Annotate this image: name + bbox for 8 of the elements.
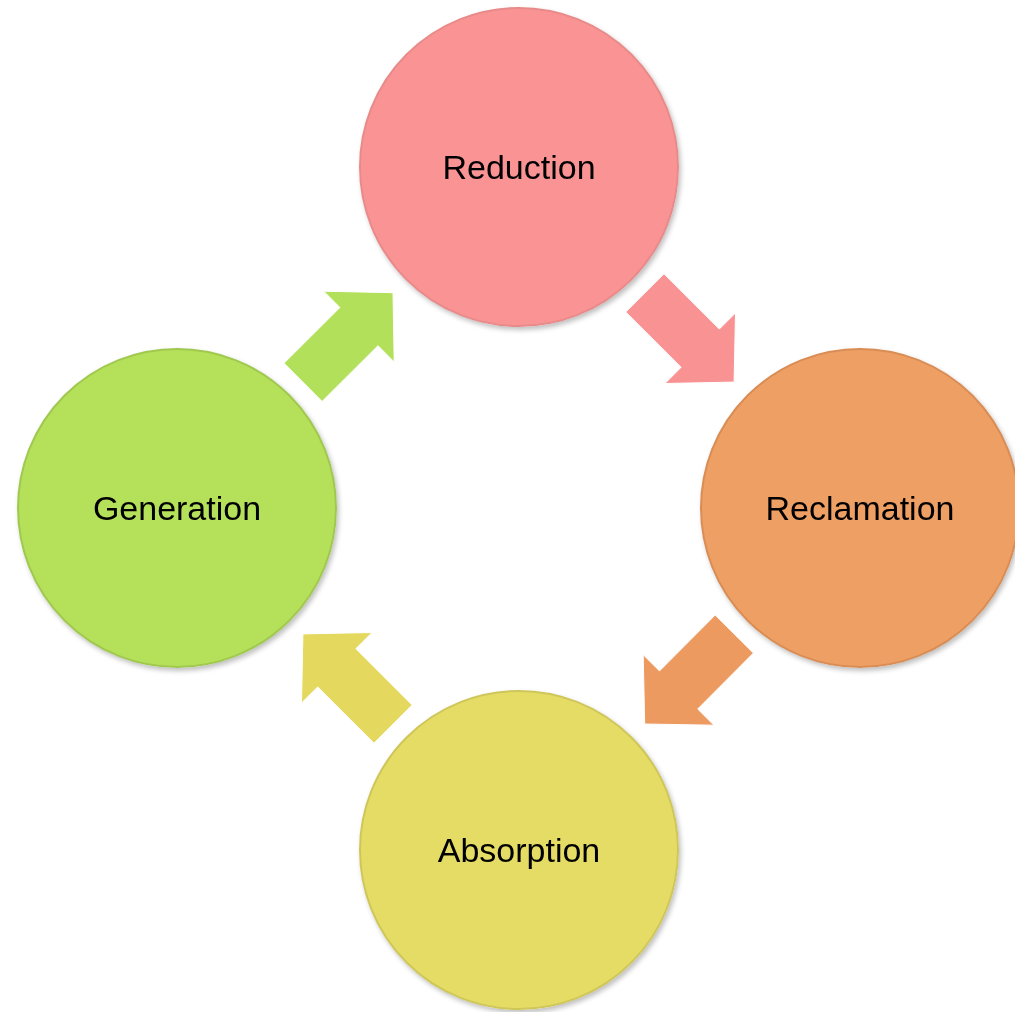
node-label: Generation xyxy=(92,488,262,528)
block-arrow xyxy=(301,632,413,744)
node-label: Absorption xyxy=(437,830,601,870)
block-arrow xyxy=(283,290,395,402)
node-label: Reduction xyxy=(442,147,596,187)
block-arrow xyxy=(625,273,736,384)
block-arrow xyxy=(642,614,754,726)
node-label: Reclamation xyxy=(765,488,955,528)
